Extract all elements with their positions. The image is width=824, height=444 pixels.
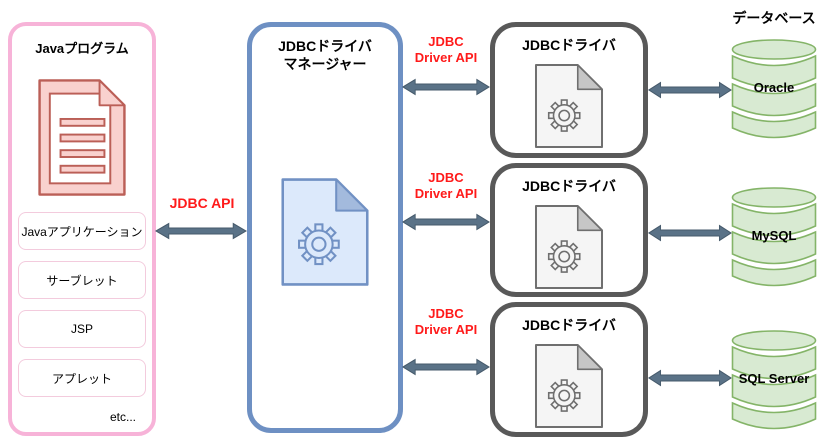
driver-api-label-3-line2: Driver API xyxy=(414,322,478,338)
java-item-servlet: サーブレット xyxy=(18,261,146,299)
java-item-application: Javaアプリケーション xyxy=(18,212,146,250)
driver-db-arrow-1 xyxy=(648,81,732,99)
driver-api-label-3: JDBC Driver API xyxy=(402,306,490,339)
jdbc-driver-2-gear-document-icon xyxy=(534,205,604,289)
database-oracle-label: Oracle xyxy=(753,79,795,95)
driver-api-label-1-line2: Driver API xyxy=(414,50,478,66)
jdbc-driver-1-gear-document-icon xyxy=(534,64,604,148)
etc-label: etc... xyxy=(109,410,136,424)
driver-api-label-2-line2: Driver API xyxy=(414,186,478,202)
database-mysql-label: MySQL xyxy=(751,227,797,243)
driver-api-label-2: JDBC Driver API xyxy=(402,170,490,203)
driver-manager-title-line2: マネージャー xyxy=(283,56,367,73)
database-cylinder-icon xyxy=(731,39,817,139)
driver-api-label-1: JDBC Driver API xyxy=(402,34,490,67)
jdbc-driver-3-gear-document-icon xyxy=(534,344,604,428)
java-item-jsp: JSP xyxy=(18,310,146,348)
driver-api-arrow-1 xyxy=(402,78,490,96)
database-sqlserver: SQL Server xyxy=(730,329,818,431)
java-item-applet: アプレット xyxy=(18,359,146,397)
driver-manager-title-line1: JDBCドライバ xyxy=(278,38,372,54)
driver-api-label-3-line1: JDBC xyxy=(428,306,464,321)
jdbc-driver-1-title: JDBCドライバ xyxy=(522,37,616,53)
jdbc-api-arrow xyxy=(155,222,247,240)
database-cylinder-icon xyxy=(731,330,817,430)
driver-manager-box: JDBCドライバ マネージャー xyxy=(247,22,403,433)
database-sqlserver-label: SQL Server xyxy=(738,370,810,386)
jdbc-driver-box-2: JDBCドライバ xyxy=(490,163,648,297)
driver-api-label-2-line1: JDBC xyxy=(428,170,464,185)
jdbc-api-label: JDBC API xyxy=(169,195,235,211)
database-heading: データベース xyxy=(732,10,816,26)
driver-db-arrow-2 xyxy=(648,224,732,242)
database-cylinder-icon xyxy=(731,187,817,287)
database-oracle: Oracle xyxy=(730,38,818,140)
jdbc-driver-3-title: JDBCドライバ xyxy=(522,317,616,333)
database-mysql: MySQL xyxy=(730,186,818,288)
jdbc-driver-box-1: JDBCドライバ xyxy=(490,22,648,158)
driver-db-arrow-3 xyxy=(648,369,732,387)
driver-manager-gear-document-icon xyxy=(281,178,369,286)
java-document-icon xyxy=(38,79,126,196)
java-program-title: Javaプログラム xyxy=(35,41,129,56)
driver-api-label-1-line1: JDBC xyxy=(428,34,464,49)
driver-api-arrow-2 xyxy=(402,213,490,231)
java-program-box: Javaプログラム Javaアプリケーション サーブレット JSP アプレット … xyxy=(8,22,156,436)
driver-manager-title: JDBCドライバ マネージャー xyxy=(252,37,398,73)
jdbc-driver-2-title: JDBCドライバ xyxy=(522,178,616,194)
jdbc-driver-box-3: JDBCドライバ xyxy=(490,302,648,437)
driver-api-arrow-3 xyxy=(402,358,490,376)
